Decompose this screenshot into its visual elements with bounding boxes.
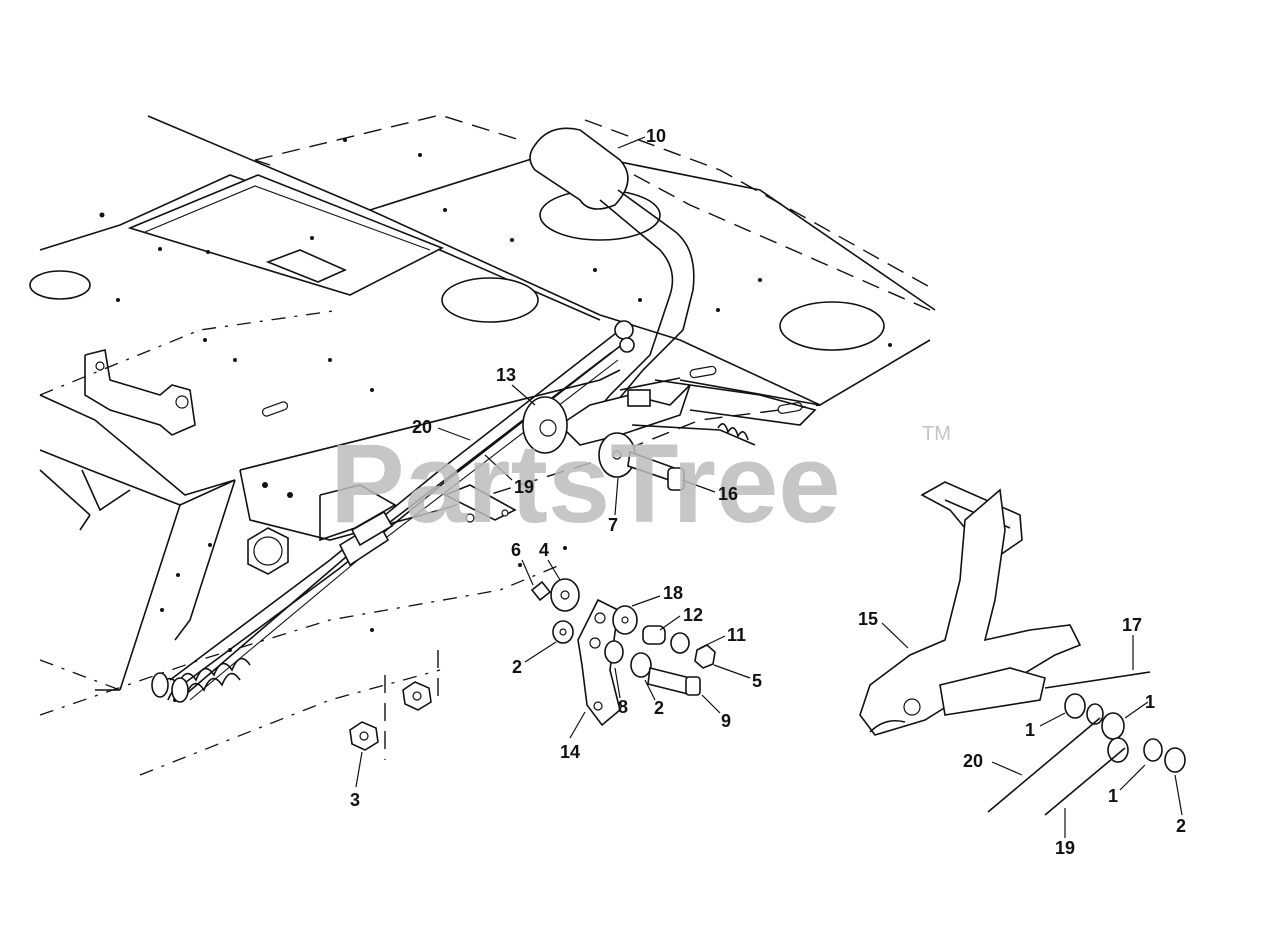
callout-19: 19: [514, 477, 534, 497]
callout-5: 5: [752, 671, 762, 691]
callout-2: 2: [654, 698, 664, 718]
brake-lever-assembly: [522, 127, 817, 491]
callout-16: 16: [718, 484, 738, 504]
callout-1: 1: [1145, 692, 1155, 712]
nuts: [349, 681, 432, 751]
tractor-frame: [29, 114, 936, 776]
callout-20: 20: [963, 751, 983, 771]
callout-11: 11: [727, 625, 746, 645]
leader-lines: [355, 136, 1183, 838]
callout-1: 1: [1108, 786, 1118, 806]
callout-6: 6: [511, 540, 521, 560]
callout-3: 3: [350, 790, 360, 810]
callout-17: 17: [1122, 615, 1142, 635]
callout-4: 4: [539, 540, 549, 560]
callout-18: 18: [663, 583, 683, 603]
callout-12: 12: [683, 605, 703, 625]
callout-20: 20: [412, 417, 432, 437]
brake-pedal: [859, 481, 1186, 816]
callout-13: 13: [496, 365, 516, 385]
callout-14: 14: [560, 742, 580, 762]
hardware-stack: [530, 578, 716, 727]
callout-2: 2: [1176, 816, 1186, 836]
callout-1: 1: [1025, 720, 1035, 740]
callout-7: 7: [608, 515, 618, 535]
watermark-trademark: TM: [922, 423, 951, 445]
callout-15: 15: [858, 609, 878, 629]
callout-10: 10: [646, 126, 666, 146]
callout-19: 19: [1055, 838, 1075, 858]
callout-labels: 10 13 20 19 16 7 6 4 18 12 11 5 2 8 2 9 …: [350, 126, 1186, 858]
callout-9: 9: [721, 711, 731, 731]
watermark-text: PartsTree: [330, 421, 841, 546]
callout-2: 2: [512, 657, 522, 677]
callout-8: 8: [618, 697, 628, 717]
